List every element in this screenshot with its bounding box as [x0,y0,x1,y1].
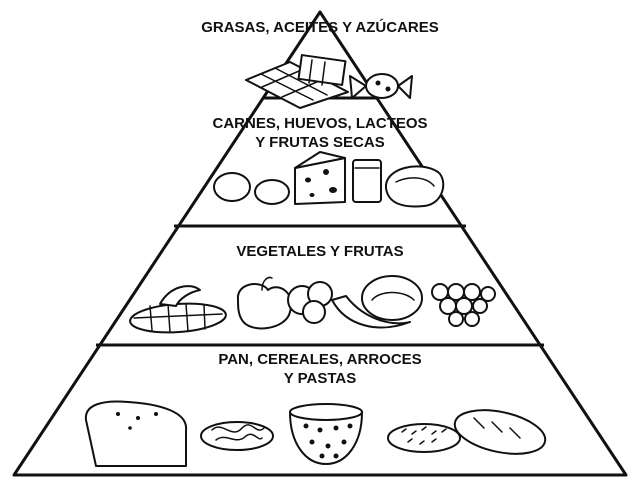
beans-bowl-icon [289,403,363,465]
meat-icon [384,165,445,208]
pasta-plate-icon [200,421,274,451]
chocolate-bar-icon [245,54,349,109]
baguette-icon [453,409,547,455]
bread-loaf-icon [84,400,188,467]
level-label-fats: GRASAS, ACEITES Y AZÚCARES [0,18,640,37]
rice-plate-icon [387,423,461,453]
level-label-line: Y FRUTAS SECAS [255,134,385,151]
grapes-icon [431,283,496,327]
level-label-line: Y PASTAS [283,370,357,387]
cheese-wedge-icon [294,151,346,205]
milk-glass-icon [352,159,382,203]
eggs-icon [213,172,290,205]
level-label-line: VEGETALES Y FRUTAS [236,243,404,260]
level-label-line: CARNES, HUEVOS, LACTEOS [212,115,428,132]
corn-icon [129,285,227,334]
melon-icon [361,275,423,321]
pepper-icon [236,276,293,330]
pyramid-outline [12,10,628,477]
broccoli-icon [287,281,333,324]
wrapped-candy-icon [349,73,413,99]
banana-icon [331,295,411,329]
level-label-grains: PAN, CEREALES, ARROCES Y PASTAS [0,350,640,388]
level-label-vegetables: VEGETALES Y FRUTAS [0,242,640,261]
level-label-line: PAN, CEREALES, ARROCES [218,351,422,368]
level-label-line: GRASAS, ACEITES Y AZÚCARES [201,19,439,36]
level-label-proteins: CARNES, HUEVOS, LACTEOS Y FRUTAS SECAS [0,114,640,152]
